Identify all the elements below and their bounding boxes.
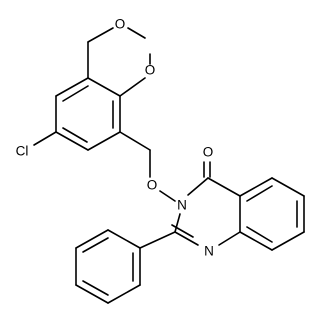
bond [82,280,109,296]
bond [207,177,241,197]
bond [107,284,141,304]
bond [159,190,176,202]
bond [174,231,199,246]
bond [55,77,89,97]
bond [239,177,273,197]
bond [87,131,121,151]
bond [75,284,109,304]
dioxane-ring [87,27,151,97]
carbonyl-oxygen-label: O [203,145,214,160]
chlorine-label: Cl [16,144,29,159]
bond [119,131,151,151]
bond [171,224,194,238]
bond [62,127,88,143]
benzodioxin-aromatic-ring [55,77,121,151]
bond [33,131,57,146]
bond [174,213,181,233]
bond [187,177,209,196]
nitrogen-label: N [204,244,214,259]
bond [239,231,273,251]
bond [87,77,121,97]
bond [246,226,273,243]
phenyl-ring [75,229,141,304]
oxygen-label: O [147,178,158,193]
oxygen-label: O [115,17,126,32]
oxygen-label: O [145,63,156,78]
bond [62,85,89,102]
bond [119,77,146,97]
bond [82,237,109,253]
bond [271,231,305,251]
bond [127,27,146,39]
fused-benzene-ring [239,177,305,251]
quinazolinone-ring [171,161,241,246]
bond [75,229,109,249]
bond [246,185,273,202]
bond [139,231,176,249]
bond [87,27,114,43]
nitrogen-label: N [177,198,187,213]
bond [55,131,89,151]
bond [107,229,141,249]
bond [271,177,305,197]
bond [218,231,241,246]
